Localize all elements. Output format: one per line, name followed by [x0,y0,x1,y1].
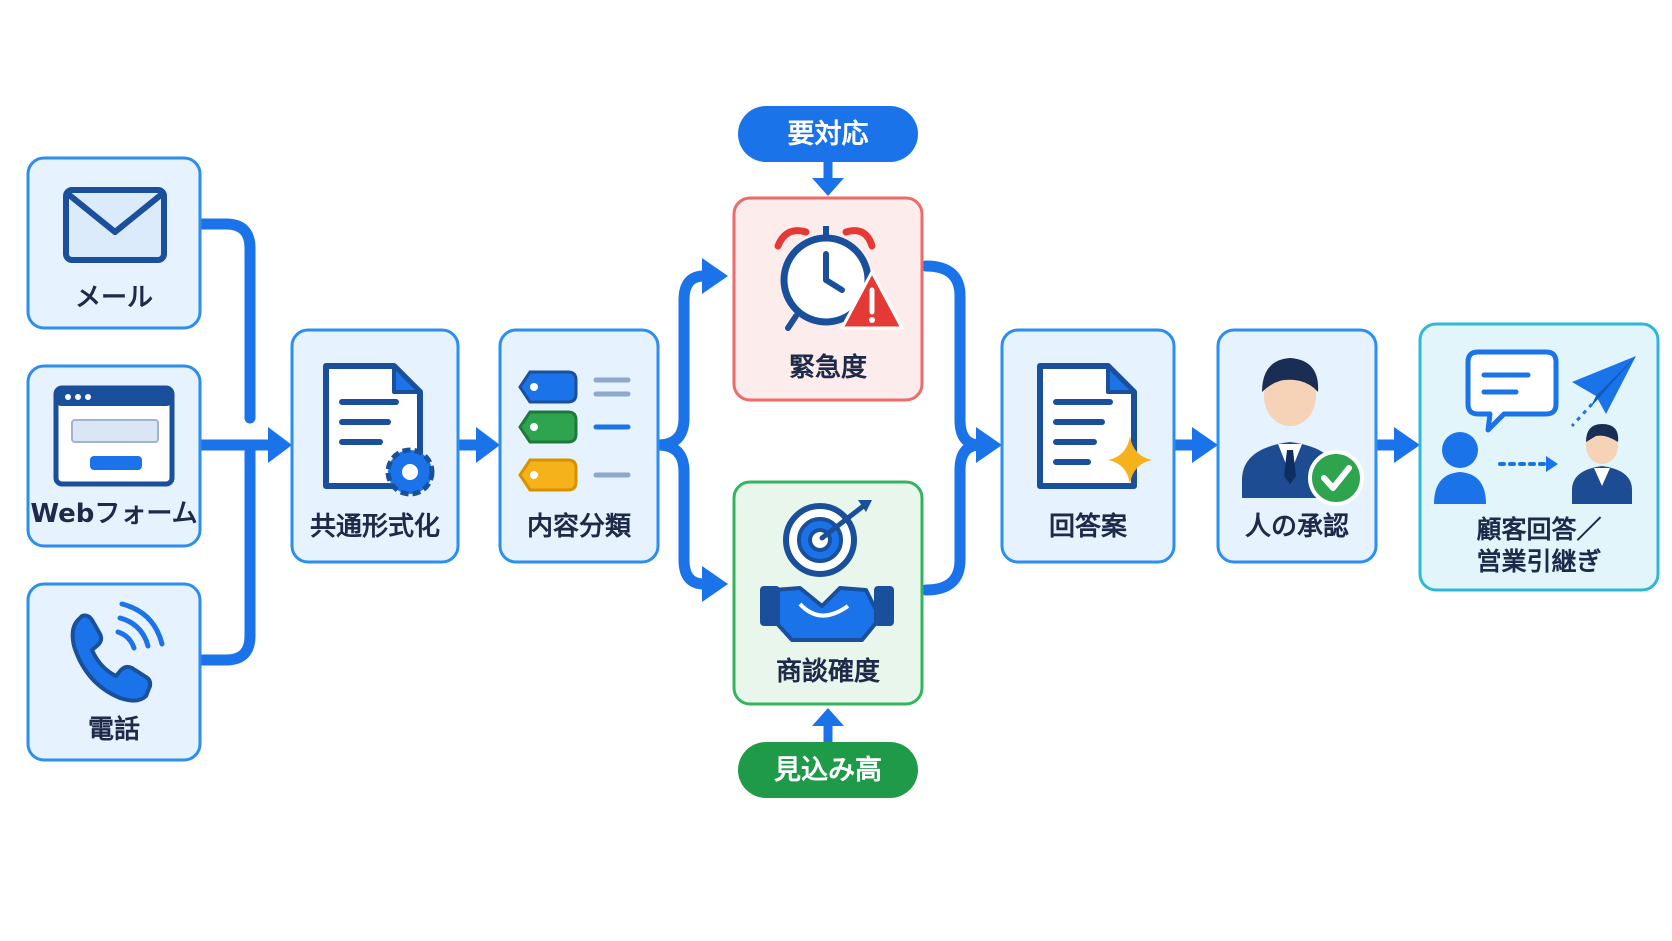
step-final-label-line2: 営業引継ぎ [1476,547,1601,576]
tag-urgent-pill: 要対応 [738,106,918,162]
tag-list-icon [518,370,631,492]
arrowhead-into-approval [1192,427,1218,463]
arrowhead-into-draft [976,427,1002,463]
connectors [192,157,1404,747]
step-classify-label: 内容分類 [527,511,632,542]
connector-email [192,218,256,424]
arrowhead-tag-prospect [812,708,844,726]
chat-send-handoff-icon [1434,349,1636,504]
step-draft-box[interactable]: 回答案 [1000,328,1176,564]
connector-split-down [652,439,710,590]
arrow-heads [268,178,1420,726]
input-phone-label: 電話 [88,714,140,745]
step-normalize-label: 共通形式化 [310,512,440,542]
connector-merge-up [920,260,986,451]
step-approval-label: 人の承認 [1245,511,1349,542]
step-deal-label: 商談確度 [776,656,880,687]
input-email-box[interactable]: メール [26,156,202,330]
document-gear-icon [323,363,435,497]
step-deal-box[interactable]: 商談確度 [732,480,924,706]
arrowhead-into-urgency [702,258,728,294]
step-urgency-label: 緊急度 [789,352,867,383]
input-webform-label: Webフォーム [30,499,197,529]
step-normalize-box[interactable]: 共通形式化 [290,328,460,564]
arrowhead-into-classify [476,427,500,463]
arrowhead-into-normalize [268,427,292,463]
step-final-box[interactable]: 顧客回答／ 営業引継ぎ [1418,322,1660,592]
input-webform-box[interactable]: Webフォーム [26,364,202,548]
person-check-icon [1242,358,1364,506]
step-draft-label: 回答案 [1049,511,1128,542]
envelope-icon [63,187,167,263]
alarm-clock-warning-icon [774,226,904,331]
tag-prospect-label: 見込み高 [774,754,882,786]
browser-form-icon [53,385,175,487]
connector-merge-down [920,439,986,596]
phone-icon [70,601,165,703]
document-sparkle-icon [1037,363,1152,489]
arrowhead-tag-urgent [812,178,844,196]
input-email-label: メール [75,283,153,313]
step-final-label-line1: 顧客回答／ [1476,515,1601,544]
target-handshake-icon [760,500,894,642]
input-phone-box[interactable]: 電話 [26,582,202,762]
arrowhead-into-final [1394,427,1420,463]
connector-split-up [652,270,710,451]
tag-prospect-pill: 見込み高 [738,742,918,798]
step-approval-box[interactable]: 人の承認 [1216,328,1378,564]
step-classify-box[interactable]: 内容分類 [498,328,660,564]
connector-phone [192,442,256,666]
tag-urgent-label: 要対応 [788,118,869,150]
arrowhead-into-deal [702,566,728,602]
step-urgency-box[interactable]: 緊急度 [732,196,924,402]
